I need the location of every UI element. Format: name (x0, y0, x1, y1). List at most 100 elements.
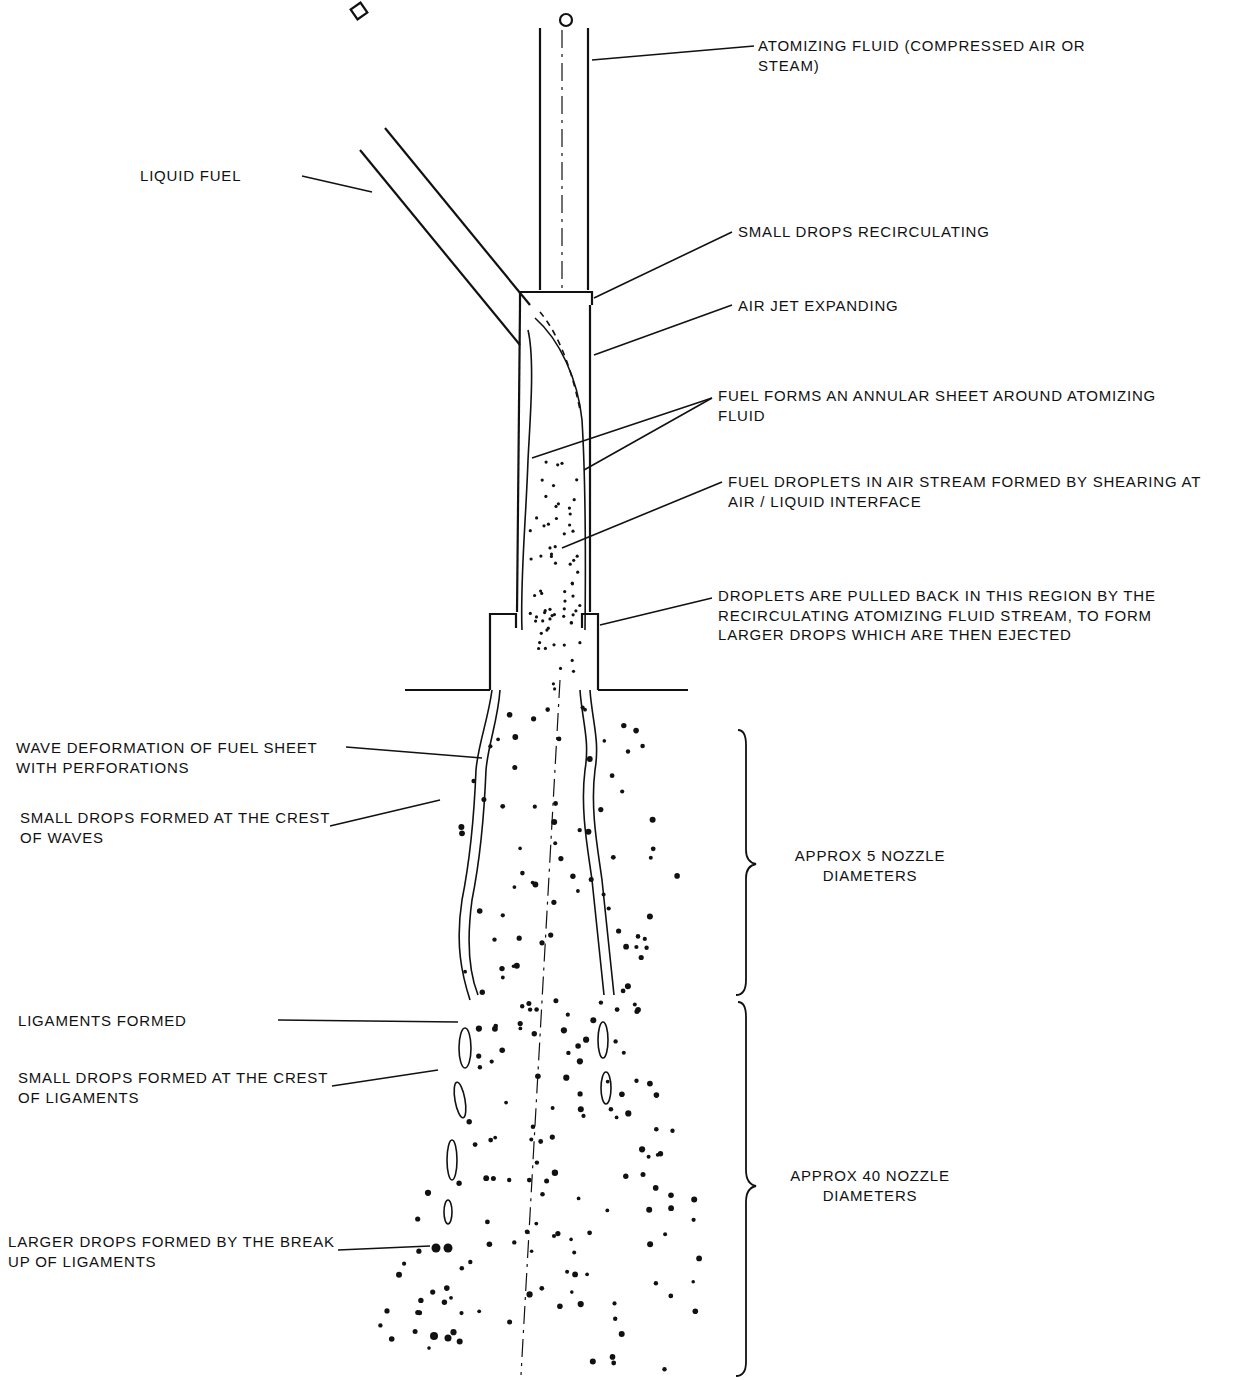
droplet (477, 1309, 481, 1313)
droplet (572, 1272, 578, 1278)
droplet (572, 559, 575, 562)
droplet (520, 1004, 524, 1008)
fuel-sheet (459, 690, 492, 1000)
droplet (537, 647, 540, 650)
droplet (512, 734, 518, 740)
droplet (562, 615, 565, 618)
leader-line (338, 1246, 430, 1250)
droplet (647, 1081, 653, 1087)
droplet (544, 495, 547, 498)
droplet (430, 1290, 435, 1295)
callout-label: LARGER DROPS FORMED BY THE BREAK UP OF L… (8, 1232, 338, 1271)
larger-drop (445, 1335, 452, 1342)
center-line (561, 30, 562, 290)
droplet (557, 1304, 563, 1310)
leader-line (592, 46, 754, 60)
droplet (621, 723, 626, 728)
droplet (691, 1280, 695, 1284)
droplet (493, 1136, 497, 1140)
droplet (615, 1007, 620, 1012)
droplet (553, 998, 558, 1003)
droplet (570, 621, 573, 624)
droplet (540, 632, 543, 635)
ligament (601, 1072, 611, 1104)
droplet (476, 1054, 481, 1059)
droplet (572, 1251, 576, 1255)
callout-label: FUEL DROPLETS IN AIR STREAM FORMED BY SH… (728, 472, 1228, 511)
nozzle-body (385, 128, 530, 305)
droplet (691, 1196, 697, 1202)
droplet (539, 940, 544, 945)
droplet (548, 617, 551, 620)
droplet (602, 892, 606, 896)
callout-label: ATOMIZING FLUID (COMPRESSED AIR OR STEAM… (758, 36, 1088, 75)
droplet (575, 1043, 581, 1049)
droplet (625, 983, 631, 989)
fuel-sheet (459, 312, 614, 1000)
droplet (526, 1001, 531, 1006)
droplet (650, 817, 656, 823)
droplet (554, 562, 557, 565)
droplet (569, 1238, 573, 1242)
ligament (444, 1200, 452, 1224)
droplet (563, 532, 566, 535)
droplet (548, 546, 551, 549)
droplet (647, 913, 653, 919)
droplet (583, 708, 587, 712)
droplet (613, 1317, 617, 1321)
droplet (571, 595, 574, 598)
droplet (538, 1139, 543, 1144)
larger-drop (432, 1244, 441, 1253)
droplet (639, 1146, 645, 1152)
droplet (533, 594, 536, 597)
droplet (668, 1205, 674, 1211)
droplet (575, 478, 578, 481)
droplet (571, 659, 574, 662)
droplet (512, 1240, 516, 1244)
droplet (563, 644, 566, 647)
nozzle-body (598, 689, 688, 691)
droplet (568, 523, 571, 526)
droplet (547, 627, 550, 630)
droplet (651, 846, 656, 851)
droplet (589, 877, 594, 882)
droplet (615, 1116, 619, 1120)
ligament (444, 1022, 611, 1224)
center-line (521, 680, 560, 1375)
droplet (552, 643, 555, 646)
nozzle-body (539, 28, 541, 290)
leader-line (332, 1070, 438, 1086)
droplet (378, 1323, 382, 1327)
leader-line (594, 232, 732, 298)
larger-drop (444, 1244, 453, 1253)
droplet (581, 1114, 585, 1118)
droplet (646, 1207, 652, 1213)
droplet (566, 1051, 570, 1055)
droplet (449, 1296, 453, 1300)
droplet (485, 1220, 490, 1225)
droplet (668, 1294, 673, 1299)
droplet (578, 828, 582, 832)
droplet (578, 1106, 584, 1112)
droplet (649, 856, 653, 860)
droplet (647, 1241, 653, 1247)
callout-label: SMALL DROPS RECIRCULATING (738, 222, 1058, 242)
droplet (473, 1142, 478, 1147)
droplet (603, 739, 607, 743)
droplet (533, 805, 537, 809)
callout-label: DROPLETS ARE PULLED BACK IN THIS REGION … (718, 586, 1218, 645)
droplet (488, 1138, 493, 1143)
droplet (533, 882, 539, 888)
droplet (471, 779, 476, 784)
droplet (529, 1137, 533, 1141)
droplet (459, 830, 465, 836)
droplet (535, 516, 538, 519)
droplet (634, 945, 638, 949)
droplet (563, 607, 566, 610)
droplet (547, 523, 550, 526)
droplet (487, 1241, 493, 1247)
droplet (585, 829, 591, 835)
droplet (548, 608, 551, 611)
droplet (384, 1308, 389, 1313)
droplet (496, 737, 500, 741)
